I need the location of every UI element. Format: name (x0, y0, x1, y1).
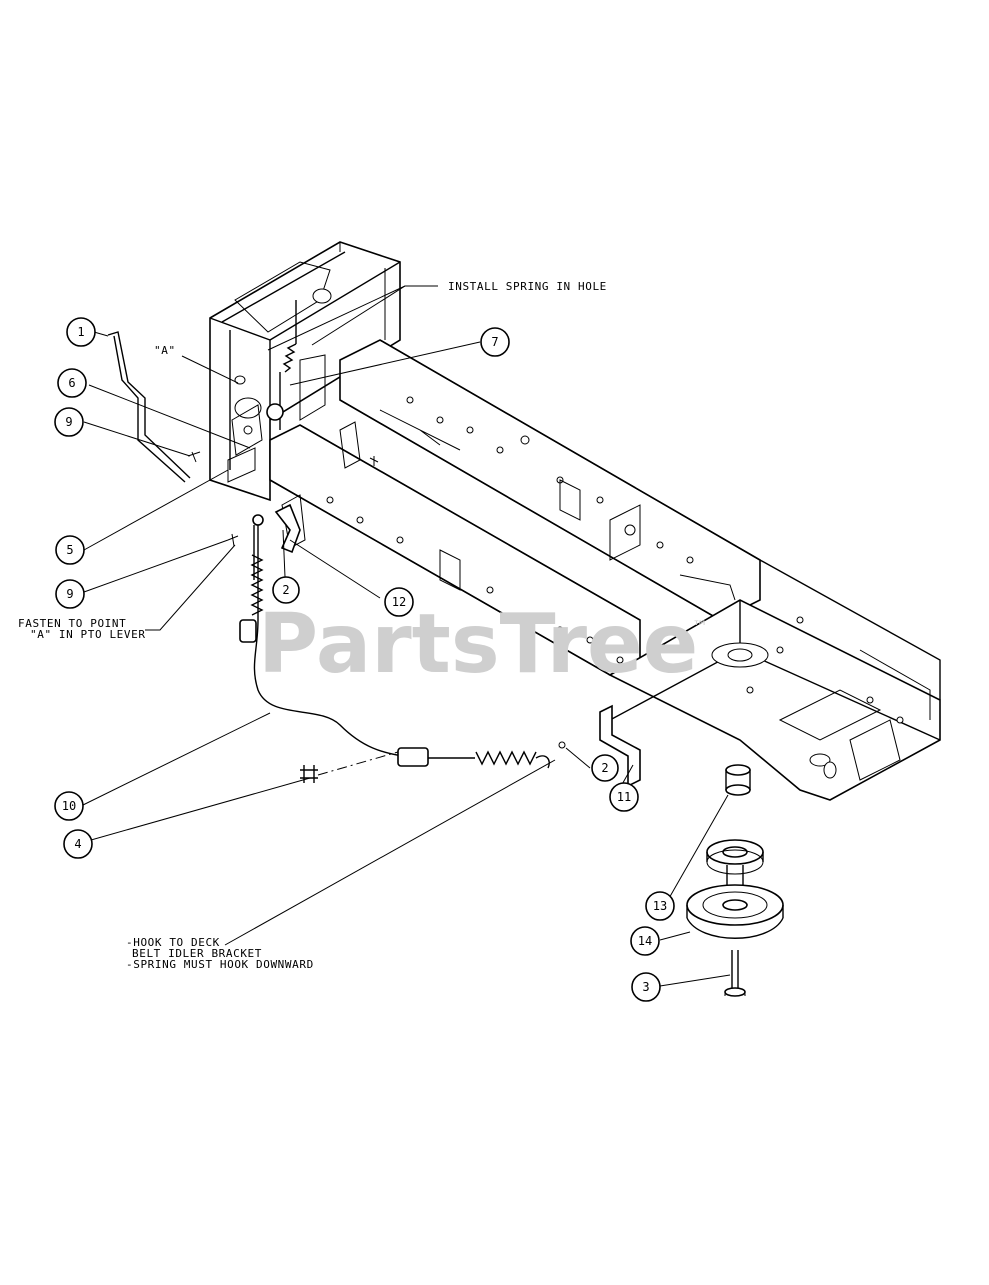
svg-text:5: 5 (66, 543, 73, 557)
idler-bracket (599, 704, 641, 788)
washer-2-rear (558, 741, 566, 749)
lever-pivot (266, 403, 284, 421)
svg-text:9: 9 (65, 415, 72, 429)
rail-holes (326, 396, 904, 724)
svg-text:12: 12 (392, 595, 406, 609)
callout-5: 5 (55, 535, 85, 565)
svg-text:2: 2 (282, 583, 289, 597)
svg-text:1: 1 (77, 325, 84, 339)
callout-2-front: 2 (272, 576, 300, 604)
callout-9: 9 (54, 407, 84, 437)
callout-11: 11 (609, 782, 639, 812)
callout-4: 4 (63, 829, 93, 859)
callout-2-rear: 2 (591, 754, 619, 782)
callout-1: 1 (66, 317, 96, 347)
watermark-tm: ™ (692, 617, 708, 636)
svg-text:3: 3 (642, 980, 649, 994)
callout-7: 7 (480, 327, 510, 357)
leader-lines (82, 285, 731, 987)
svg-text:11: 11 (617, 790, 631, 804)
idler-pulley-assembly (686, 764, 784, 997)
callout-9-lower: 9 (55, 579, 85, 609)
cable-bracket (274, 503, 301, 554)
tractor-frame (209, 241, 941, 801)
note-hook-line2: BELT IDLER BRACKET (132, 947, 262, 960)
note-hook-line3: -SPRING MUST HOOK DOWNWARD (126, 958, 314, 971)
callout-12: 12 (384, 587, 414, 617)
svg-text:10: 10 (62, 799, 76, 813)
note-point-a: "A" (154, 344, 176, 357)
svg-text:4: 4 (74, 837, 81, 851)
callout-14: 14 (630, 926, 660, 956)
svg-text:6: 6 (68, 376, 75, 390)
watermark: PartsTree (258, 597, 698, 692)
pto-bracket (227, 404, 263, 483)
callout-3: 3 (631, 972, 661, 1002)
bolt-9-lower (227, 533, 239, 547)
svg-text:9: 9 (66, 587, 73, 601)
callout-13: 13 (645, 891, 675, 921)
small-bolt (369, 456, 379, 466)
bolt-9-upper (187, 451, 201, 463)
svg-text:7: 7 (491, 335, 498, 349)
note-hook-line1: -HOOK TO DECK (126, 936, 220, 949)
pto-lever (107, 331, 191, 483)
callout-10: 10 (54, 791, 84, 821)
clip-dash-line (317, 751, 399, 776)
pto-cable (239, 514, 550, 769)
callout-6: 6 (57, 368, 87, 398)
note-install-spring: INSTALL SPRING IN HOLE (448, 280, 607, 293)
note-fasten-line1: FASTEN TO POINT (18, 617, 126, 630)
svg-text:2: 2 (601, 761, 608, 775)
svg-text:14: 14 (638, 934, 652, 948)
note-fasten-line2: "A" IN PTO LEVER (30, 628, 146, 641)
svg-text:13: 13 (653, 899, 667, 913)
